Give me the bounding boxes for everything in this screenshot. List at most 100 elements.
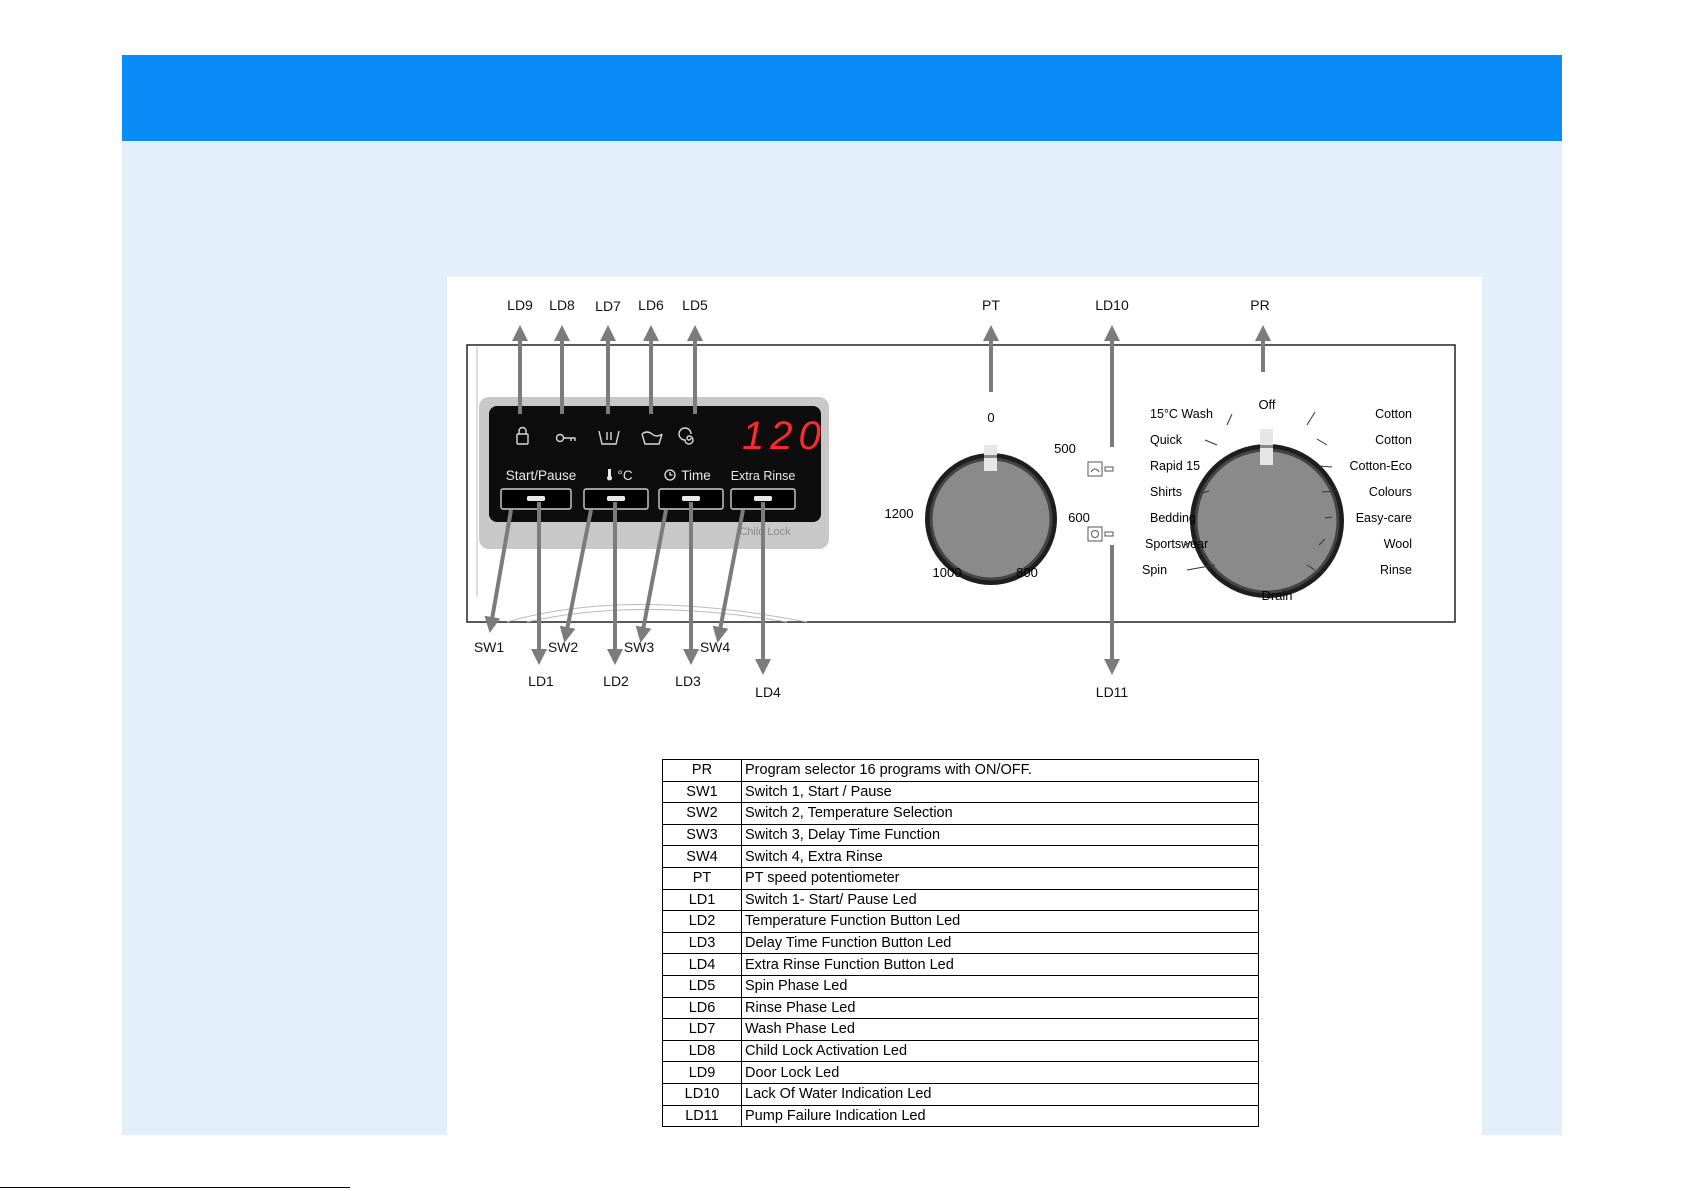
legend-description: Child Lock Activation Led [741, 1039, 1259, 1063]
time-button[interactable] [658, 488, 724, 510]
legend-code: SW2 [662, 802, 742, 825]
lack-of-water-indicator [1087, 461, 1114, 477]
slide: 120 Start/Pause °C Time Extra Rinse [122, 55, 1562, 1143]
legend-description: Program selector 16 programs with ON/OFF… [741, 759, 1259, 782]
door-lock-icon [516, 426, 529, 445]
leader-line [1201, 490, 1210, 494]
legend-description: Door Lock Led [741, 1061, 1259, 1084]
leader-line [1318, 465, 1333, 468]
program-off-label: Off [1258, 397, 1275, 412]
pump-failure-indicator [1087, 526, 1114, 542]
leader-line [1318, 538, 1326, 546]
legend-code: LD6 [662, 996, 742, 1020]
right-program-labels: CottonCottonCotton-EcoColoursEasy-careWo… [1349, 407, 1412, 577]
program-leader-lines [1184, 411, 1338, 571]
callout-ld2: LD2 [603, 673, 629, 689]
legend-description: Delay Time Function Button Led [741, 931, 1259, 955]
program-label-left: Sportswear [1145, 537, 1208, 551]
callout-pt: PT [982, 297, 1000, 313]
callout-ld10: LD10 [1095, 297, 1129, 313]
child-lock-key-icon [555, 433, 576, 443]
leader-line [1186, 564, 1216, 571]
callout-pr: PR [1250, 297, 1269, 313]
legend-code: LD2 [662, 910, 742, 933]
wash-tub-icon [598, 430, 620, 445]
extra-rinse-label: Extra Rinse [731, 469, 796, 483]
legend-description: Switch 2, Temperature Selection [741, 802, 1259, 825]
time-label: Time [681, 468, 711, 483]
legend-description: Pump Failure Indication Led [741, 1104, 1259, 1128]
legend-code: LD1 [662, 888, 742, 912]
leader-line [1184, 538, 1198, 546]
program-label-right: Colours [1369, 485, 1412, 499]
legend-code: SW1 [662, 780, 742, 804]
temperature-button[interactable] [583, 488, 649, 510]
program-label-right: Cotton [1375, 407, 1412, 421]
start-pause-button[interactable] [500, 488, 572, 510]
callout-arrows [484, 325, 1271, 675]
speed-tick-1000: 1000 [933, 565, 962, 580]
clock-icon [664, 469, 676, 481]
speed-tick-1200: 1200 [885, 506, 914, 521]
leader-line [1204, 439, 1218, 446]
program-drain-label: Drain [1261, 588, 1292, 603]
title-banner [122, 55, 1562, 141]
legend-description: Lack Of Water Indication Led [741, 1082, 1259, 1106]
callout-ld1: LD1 [528, 673, 554, 689]
child-lock-label: Child Lock [739, 526, 791, 538]
legend-description: Wash Phase Led [741, 1018, 1259, 1041]
legend-description: Extra Rinse Function Button Led [741, 953, 1259, 976]
legend-code: LD8 [662, 1039, 742, 1063]
speed-tick-600: 600 [1068, 510, 1090, 525]
program-label-right: Rinse [1380, 563, 1412, 577]
legend-description: Switch 1- Start/ Pause Led [741, 888, 1259, 912]
program-dial[interactable] [1190, 429, 1344, 598]
program-label-left: 15°C Wash [1150, 407, 1213, 421]
callout-ld7: LD7 [595, 298, 621, 314]
program-label-left: Rapid 15 [1150, 459, 1200, 473]
callout-sw4: SW4 [700, 639, 731, 655]
legend-code: LD11 [662, 1104, 742, 1128]
callout-sw3: SW3 [624, 639, 655, 655]
legend-description: Rinse Phase Led [741, 996, 1259, 1020]
program-label-right: Cotton [1375, 433, 1412, 447]
program-label-left: Quick [1150, 433, 1183, 447]
program-label-right: Wool [1384, 537, 1412, 551]
thermometer-icon [607, 469, 612, 481]
footer-rule [0, 1187, 350, 1188]
time-readout: 120 [742, 414, 827, 458]
legend-code: LD9 [662, 1061, 742, 1084]
rinse-tub-icon [641, 431, 663, 445]
program-label-right: Cotton-Eco [1349, 459, 1412, 473]
callout-ld11: LD11 [1096, 684, 1129, 700]
control-panel-diagram: 120 Start/Pause °C Time Extra Rinse [466, 297, 1456, 700]
callout-ld9: LD9 [507, 297, 533, 313]
legend-code: PT [662, 866, 742, 890]
speed-dial[interactable] [925, 445, 1057, 585]
legend-code: LD7 [662, 1018, 742, 1041]
program-label-left: Spin [1142, 563, 1167, 577]
callout-ld3: LD3 [675, 673, 701, 689]
legend-description: Switch 3, Delay Time Function [741, 823, 1259, 847]
legend-code: SW3 [662, 823, 742, 847]
leader-line [1306, 411, 1316, 426]
callout-ld6: LD6 [638, 297, 664, 313]
control-panel-figure: 120 Start/Pause °C Time Extra Rinse [447, 277, 1482, 1143]
legend-description: Switch 1, Start / Pause [741, 780, 1259, 804]
legend-code: PR [662, 759, 742, 782]
